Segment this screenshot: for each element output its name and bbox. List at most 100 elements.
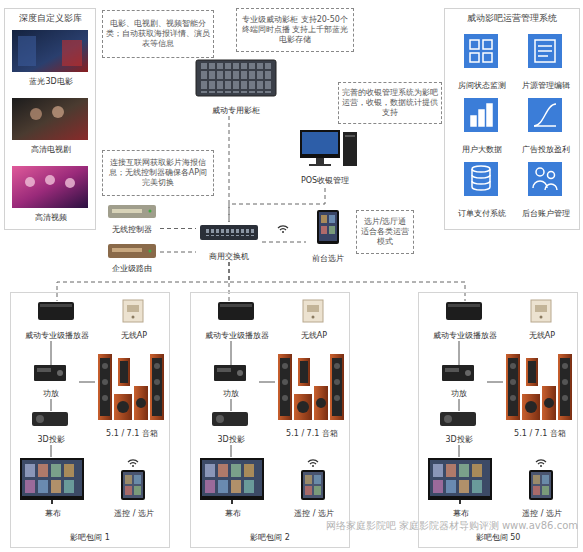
node-label: 功放 [451,389,467,399]
device-node: 5.1 / 7.1 音箱 [95,351,169,439]
connector [51,445,52,457]
node-label: 功放 [43,389,59,399]
device-node: 片源管理编辑 [517,33,575,91]
node-label: 无线AP [121,331,147,341]
connector [459,445,460,457]
device-node: 企业级路由 [104,242,160,274]
device-node: 威动专用影柜 [190,56,282,116]
node-label: 威动专业级播放器 [25,331,89,341]
device-node: 功放 [23,365,79,399]
room-equipment [20,300,572,504]
room-box: 影吧包间 2 威动专业级播放器无线AP 功放 5.1 / 7.1 音箱 3D投影幕布遥控… [190,292,350,548]
node-label: 电影、电视剧、视频智能分类；自动获取海报详情、演员表等信息 [106,19,210,49]
connector [259,382,275,383]
node-label: 深度自定义影库 [19,13,82,23]
node-label: 后台账户管理 [522,209,570,219]
connector [459,341,460,365]
device-node: 3D投影 [23,411,79,445]
node-label: 完善的收银管理系统为影吧运营，收银，数据统计提供支持 [342,88,438,118]
node-label: 5.1 / 7.1 音箱 [106,429,158,439]
device-node: 遥控 / 选片 [511,457,573,519]
network-devices [108,205,339,258]
node-label: 用户大数据 [462,145,502,155]
connector [160,228,196,229]
device-node: 无线AP [517,299,567,341]
connector [51,399,52,411]
node-label: 3D投影 [445,435,472,445]
connector [229,262,230,301]
device-node: POS收银管理 [292,126,358,186]
device-node: 无线控制器 [104,203,160,235]
room-box: 影吧包间 1威动专业级播放器无线AP功放5.1 / 7.1 音箱3D投影幕布遥控… [10,292,170,548]
connector [231,445,232,457]
device-node: 威动专业级播放器 [15,301,99,341]
node-label: 广告投放盈利 [522,145,570,155]
device-node: 遥控 / 选片 [103,457,165,519]
thumbnail-card: 高清视频 [11,165,91,223]
device-node: 3D投影 [431,411,487,445]
management-glyphs [470,40,557,190]
node-label: 威动专业级播放器 [433,331,497,341]
device-node: 幕布 [195,457,271,519]
callout-box: 选片/选厅通适合各类运营模式 [356,210,414,254]
device-node: 前台选片 [306,208,350,264]
device-node: 功放 [203,365,259,399]
node-label: 无线AP [529,331,555,341]
device-node: 威动专业级播放器 [195,301,279,341]
device-node: 威动专业级播放器 [423,301,507,341]
connector [79,382,95,383]
node-label: 蓝光3D电影 [29,77,72,87]
node-label: 功放 [223,389,239,399]
pos-computer-icon [300,130,357,166]
node-label: 无线AP [301,331,327,341]
device-node: 无线AP [109,299,159,341]
node-label: 3D投影 [37,435,64,445]
node-label: 连接互联网获取影片海报信息；无线控制器确保各AP间完美切换 [106,158,210,188]
node-label: POS收银管理 [301,176,349,186]
node-label: 幕布 [45,509,61,519]
callout-box: 连接互联网获取影片海报信息；无线控制器确保各AP间完美切换 [102,150,214,196]
connector [57,262,229,301]
thumbnail-card: 蓝光3D电影 [11,29,91,87]
device-node: 广告投放盈利 [517,97,575,155]
server-icon [196,60,276,96]
device-node: 遥控 / 选片 [283,457,345,519]
node-label: 选片/选厅通适合各类运营模式 [360,217,410,247]
device-node: 功放 [431,365,487,399]
node-label: 订单支付系统 [458,209,506,219]
node-label: 房间状态监测 [458,81,506,91]
node-label: 片源管理编辑 [522,81,570,91]
device-node: 房间状态监测 [453,33,511,91]
device-node: 商用交换机 [196,222,262,262]
device-node: 3D投影 [203,411,259,445]
device-node: 用户大数据 [453,97,511,155]
node-label: 5.1 / 7.1 音箱 [286,429,338,439]
callout-box: 专业级威动影柜 支持20-50个终端同时点播 支持上千部蓝光电影存储 [236,8,354,52]
device-node: 5.1 / 7.1 音箱 [503,351,577,439]
node-label: 5.1 / 7.1 音箱 [514,429,566,439]
connector [262,242,306,243]
node-label: 专业级威动影柜 支持20-50个终端同时点播 支持上千部蓝光电影存储 [240,15,350,45]
node-label: 影吧包间 2 [250,533,290,543]
node-label: 商用交换机 [209,252,249,262]
connector [229,262,465,301]
connector [231,341,232,365]
container-box: 深度自定义影库蓝光3D电影高清电视剧高清视频 [4,8,96,230]
management-icons [464,34,562,196]
node-label: 威动专用影柜 [212,106,260,116]
thumbnail-card: 高清电视剧 [11,97,91,155]
node-label: 企业级路由 [112,264,152,274]
node-label: 遥控 / 选片 [114,509,154,519]
connector [160,252,196,253]
node-label: 威动影吧运营管理系统 [467,13,557,23]
node-label: 高清电视剧 [31,145,71,155]
callout-box: 电影、电视剧、视频智能分类；自动获取海报详情、演员表等信息 [102,10,214,58]
node-label: 3D投影 [217,435,244,445]
node-label: 幕布 [453,509,469,519]
device-node: 订单支付系统 [453,161,511,219]
device-node: 幕布 [15,457,91,519]
node-label: 遥控 / 选片 [294,509,334,519]
device-node: 无线AP [289,299,339,341]
connector [229,186,325,222]
